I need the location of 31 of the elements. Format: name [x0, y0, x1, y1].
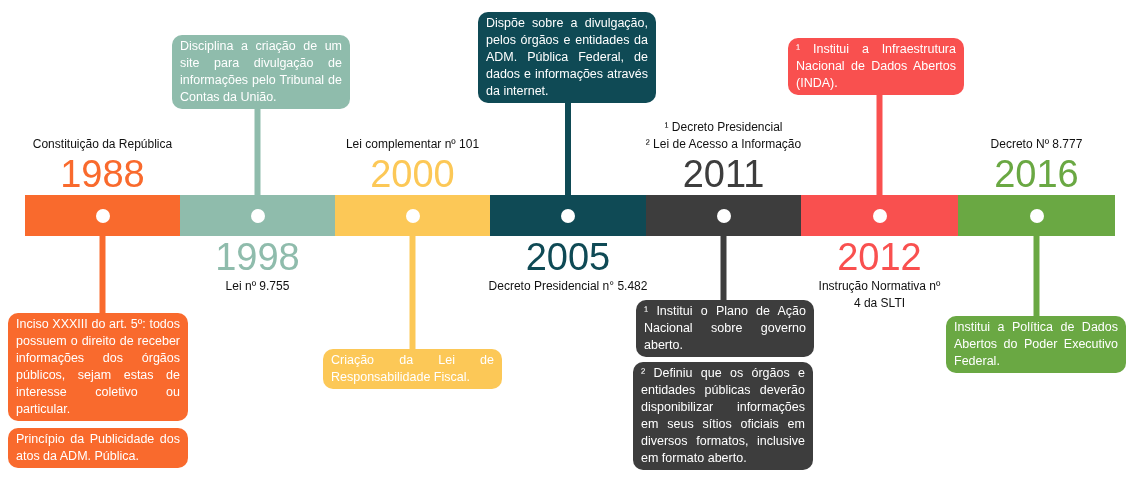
description-card: ² Definiu que os órgãos e entidades públicas deverão disponibilizar informações em seus sítios oficiais em diversos formatos, inclusive em formato aberto.	[633, 362, 813, 470]
year-label: 2000	[370, 153, 455, 195]
law-caption: Decreto Presidencial n° 5.482	[488, 278, 648, 295]
year-label: 2016	[994, 153, 1079, 195]
law-caption: ² Lei de Acesso a Informação	[645, 136, 802, 153]
connector-line	[1033, 236, 1040, 316]
description-card: Dispõe sobre a divulgação, pelos órgãos e entidades da ADM. Pública Federal, de dados e informações através da internet.	[478, 12, 656, 103]
year-label: 2012	[837, 236, 922, 278]
year-label: 1988	[60, 153, 145, 195]
connector-line	[876, 95, 883, 195]
law-caption: Instrução Normativa nº 4 da SLTI	[817, 278, 942, 312]
description-card: Inciso XXXIII do art. 5º: todos possuem o direito de receber informações dos órgãos públicos, sejam estas de interesse coletivo ou particular.	[8, 313, 188, 421]
description-card: Institui a Política de Dados Abertos do Poder Executivo Federal.	[946, 316, 1126, 373]
connector-line	[254, 109, 261, 195]
law-caption: Lei nº 9.755	[225, 278, 290, 295]
description-card: Disciplina a criação de um site para divulgação de informações pelo Tribunal de Contas da União.	[172, 35, 350, 109]
connector-line	[99, 236, 106, 313]
year-label: 2011	[682, 153, 765, 195]
law-caption: ¹ Decreto Presidencial	[664, 119, 783, 136]
connector-line	[720, 236, 727, 300]
description-card: ¹ Institui o Plano de Ação Nacional sobre governo aberto.	[636, 300, 814, 357]
connector-line	[565, 103, 571, 195]
description-card: Criação da Lei de Responsabilidade Fiscal.	[323, 349, 502, 389]
law-caption: Lei complementar nº 101	[345, 136, 480, 153]
law-caption: Constituição da República	[32, 136, 173, 153]
law-caption: Decreto Nº 8.777	[990, 136, 1083, 153]
connector-line	[409, 236, 416, 349]
description-card: ¹ Institui a Infraestrutura Nacional de Dados Abertos (INDA).	[788, 38, 964, 95]
year-label: 1998	[215, 236, 300, 278]
description-card: Princípio da Publicidade dos atos da ADM. Pública.	[8, 428, 188, 468]
year-label: 2005	[525, 236, 611, 278]
